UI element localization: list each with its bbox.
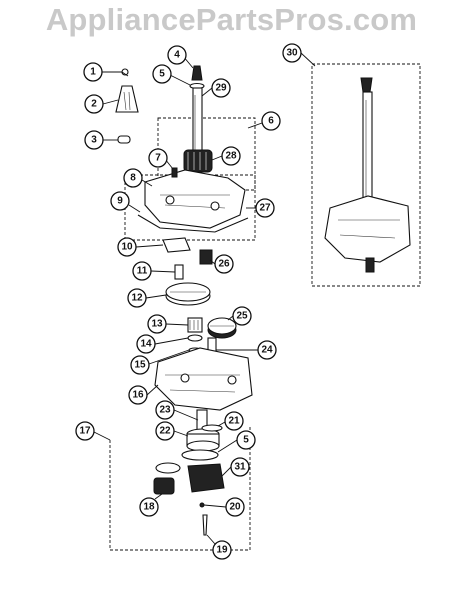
callout-24: 24 xyxy=(257,340,277,360)
svg-text:28: 28 xyxy=(225,151,237,162)
part-26-gear-small xyxy=(199,249,213,265)
group-box-30 xyxy=(311,63,421,287)
callout-3: 3 xyxy=(84,130,104,150)
svg-text:1: 1 xyxy=(90,67,96,78)
callout-6: 6 xyxy=(261,111,281,131)
svg-text:17: 17 xyxy=(79,426,91,437)
svg-text:8: 8 xyxy=(130,173,136,184)
svg-text:9: 9 xyxy=(117,196,123,207)
part-19-screw xyxy=(202,514,208,536)
part-11-pin xyxy=(174,264,184,280)
part-9-gasket xyxy=(137,214,249,233)
svg-text:21: 21 xyxy=(228,416,240,427)
svg-text:2: 2 xyxy=(91,99,97,110)
svg-text:30: 30 xyxy=(286,48,298,59)
callout-13: 13 xyxy=(147,314,167,334)
svg-text:4: 4 xyxy=(174,50,180,61)
callout-16: 16 xyxy=(128,385,148,405)
svg-text:5: 5 xyxy=(159,69,165,80)
part-25-gear xyxy=(207,317,237,339)
callout-2: 2 xyxy=(84,94,104,114)
svg-text:19: 19 xyxy=(216,545,228,556)
part-3-pin xyxy=(117,135,131,144)
callout-23: 23 xyxy=(155,400,175,420)
part-21-ring xyxy=(201,424,223,432)
callout-7: 7 xyxy=(148,148,168,168)
svg-text:13: 13 xyxy=(151,319,163,330)
svg-text:18: 18 xyxy=(143,502,155,513)
callout-9: 9 xyxy=(110,191,130,211)
svg-text:29: 29 xyxy=(215,83,227,94)
part-29-shaft xyxy=(192,87,203,154)
svg-text:16: 16 xyxy=(132,390,144,401)
svg-text:20: 20 xyxy=(229,502,241,513)
svg-text:5: 5 xyxy=(243,435,249,446)
part-5-ring-lower xyxy=(181,449,219,461)
part-12-gear xyxy=(165,282,211,306)
part-30-assembled-transmission xyxy=(324,77,411,273)
svg-text:31: 31 xyxy=(234,462,246,473)
part-31-clutch xyxy=(187,463,225,493)
part-4-shaft-tip xyxy=(191,65,203,81)
callout-30: 30 xyxy=(282,43,302,63)
callout-26: 26 xyxy=(214,254,234,274)
callout-14: 14 xyxy=(136,334,156,354)
svg-text:3: 3 xyxy=(91,135,97,146)
part-18-coupling xyxy=(153,462,181,495)
part-7-screw xyxy=(171,167,178,178)
callout-21: 21 xyxy=(224,411,244,431)
callout-4: 4 xyxy=(167,45,187,65)
svg-text:25: 25 xyxy=(236,311,248,322)
callout-18: 18 xyxy=(139,497,159,517)
part-28-seal xyxy=(183,149,213,173)
callout-19: 19 xyxy=(212,540,232,560)
svg-text:10: 10 xyxy=(121,242,133,253)
group-box-17 xyxy=(109,425,251,551)
part-20-ball xyxy=(199,502,205,508)
part-10-cam xyxy=(162,237,191,253)
callout-22: 22 xyxy=(155,421,175,441)
callout-15: 15 xyxy=(130,355,150,375)
part-2-cap xyxy=(115,85,139,113)
part-14-spacer xyxy=(187,334,203,342)
part-13-pinion xyxy=(187,317,203,333)
svg-text:14: 14 xyxy=(140,339,152,350)
callout-17: 17 xyxy=(75,421,95,441)
svg-text:11: 11 xyxy=(137,266,148,277)
svg-text:22: 22 xyxy=(159,426,171,437)
callout-20: 20 xyxy=(225,497,245,517)
svg-text:6: 6 xyxy=(268,116,274,127)
callout-31: 31 xyxy=(230,457,250,477)
callout-28: 28 xyxy=(221,146,241,166)
svg-text:7: 7 xyxy=(155,153,161,164)
part-1-clip xyxy=(121,68,129,77)
callout-27: 27 xyxy=(255,198,275,218)
callout-11: 11 xyxy=(132,261,152,281)
callout-8: 8 xyxy=(123,168,143,188)
callout-5: 5 xyxy=(152,64,172,84)
part-8-upper-housing xyxy=(144,169,246,229)
part-22-bearing xyxy=(186,428,220,452)
svg-text:23: 23 xyxy=(159,405,171,416)
callout-29: 29 xyxy=(211,78,231,98)
watermark-text: AppliancePartsPros.com xyxy=(45,2,418,37)
callout-25: 25 xyxy=(232,306,252,326)
callout-10: 10 xyxy=(117,237,137,257)
callout-12: 12 xyxy=(127,288,147,308)
callout-1: 1 xyxy=(83,62,103,82)
svg-text:26: 26 xyxy=(218,259,230,270)
part-16-gear-case xyxy=(154,347,253,411)
svg-text:27: 27 xyxy=(259,203,271,214)
callout-5-lower: 5 xyxy=(236,430,256,450)
svg-text:24: 24 xyxy=(261,345,273,356)
svg-text:12: 12 xyxy=(131,293,143,304)
svg-text:15: 15 xyxy=(134,360,146,371)
